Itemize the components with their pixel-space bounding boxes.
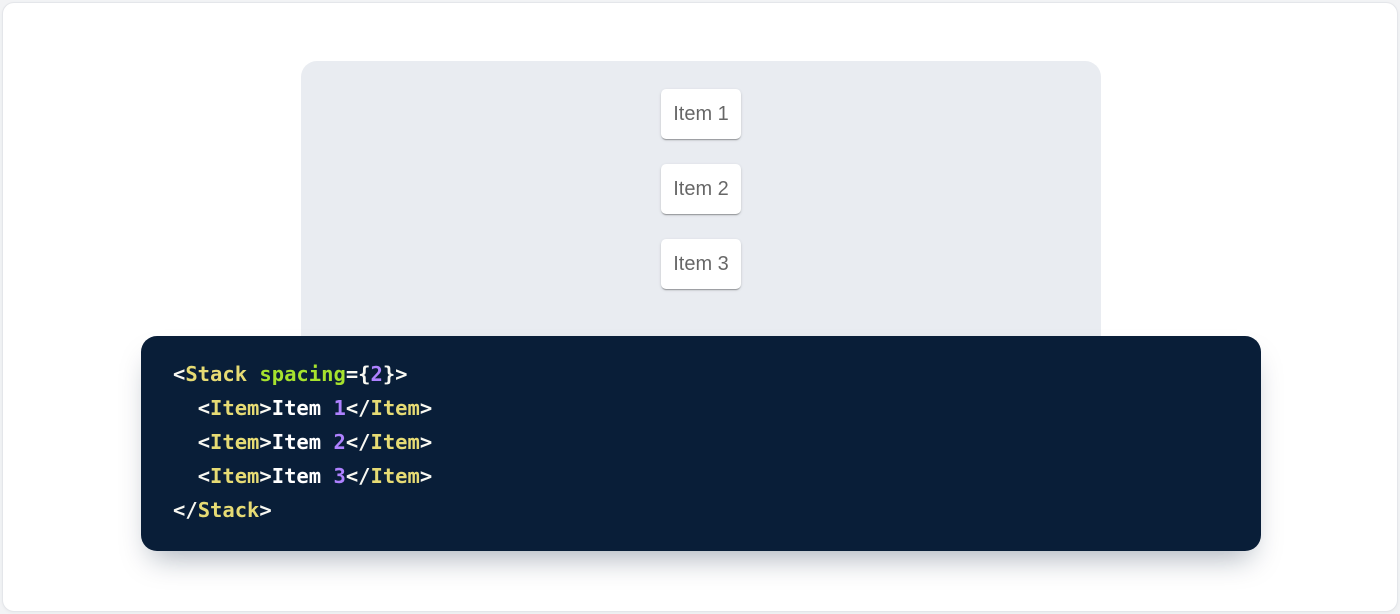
code-token-punctuation: > <box>419 430 433 454</box>
stack-container: Item 1 Item 2 Item 3 <box>661 89 741 289</box>
code-token-tag: Item <box>210 464 260 488</box>
code-token-tag: Item <box>370 464 420 488</box>
code-token-punctuation: < <box>197 464 211 488</box>
code-token-punctuation: > <box>259 430 272 454</box>
code-line: <Item>Item 3</Item> <box>173 459 1237 493</box>
code-token-punctuation: < <box>197 430 211 454</box>
stack-item: Item 2 <box>661 164 741 214</box>
code-block: <Stack spacing={2}> <Item>Item 1</Item> … <box>141 336 1261 551</box>
code-token-plain <box>247 362 259 386</box>
code-token-punctuation: </ <box>345 396 371 420</box>
code-token-plain <box>173 430 198 454</box>
stack-demo-panel: Item 1 Item 2 Item 3 <box>301 61 1101 353</box>
code-token-number: 2 <box>333 430 346 454</box>
code-token-punctuation: > <box>259 396 272 420</box>
code-token-punctuation: }> <box>382 362 408 386</box>
code-token-number: 3 <box>333 464 346 488</box>
code-token-tag: Stack <box>197 498 260 522</box>
code-token-plain: Item <box>271 464 334 488</box>
code-token-punctuation: </ <box>173 498 198 522</box>
code-line: <Item>Item 2</Item> <box>173 425 1237 459</box>
code-token-plain: Item <box>271 396 334 420</box>
code-token-tag: Item <box>210 396 260 420</box>
code-token-tag: Item <box>370 396 420 420</box>
code-token-punctuation: </ <box>345 464 371 488</box>
code-token-punctuation: > <box>419 396 433 420</box>
code-token-tag: Item <box>370 430 420 454</box>
code-token-punctuation: ={ <box>345 362 371 386</box>
code-token-punctuation: > <box>419 464 433 488</box>
code-token-tag: Stack <box>185 362 248 386</box>
code-line: </Stack> <box>173 493 1237 527</box>
code-token-punctuation: < <box>197 396 211 420</box>
code-line: <Stack spacing={2}> <box>173 357 1237 391</box>
code-line: <Item>Item 1</Item> <box>173 391 1237 425</box>
code-token-plain <box>173 396 198 420</box>
code-token-attr_name: spacing <box>259 362 346 386</box>
code-token-punctuation: > <box>259 464 272 488</box>
code-token-plain: Item <box>271 430 334 454</box>
code-token-plain <box>173 464 198 488</box>
code-token-punctuation: </ <box>345 430 371 454</box>
code-token-punctuation: > <box>259 498 272 522</box>
code-token-punctuation: < <box>173 362 186 386</box>
code-token-number: 1 <box>333 396 346 420</box>
code-token-tag: Item <box>210 430 260 454</box>
stack-item: Item 3 <box>661 239 741 289</box>
code-token-number: 2 <box>370 362 383 386</box>
stack-item: Item 1 <box>661 89 741 139</box>
